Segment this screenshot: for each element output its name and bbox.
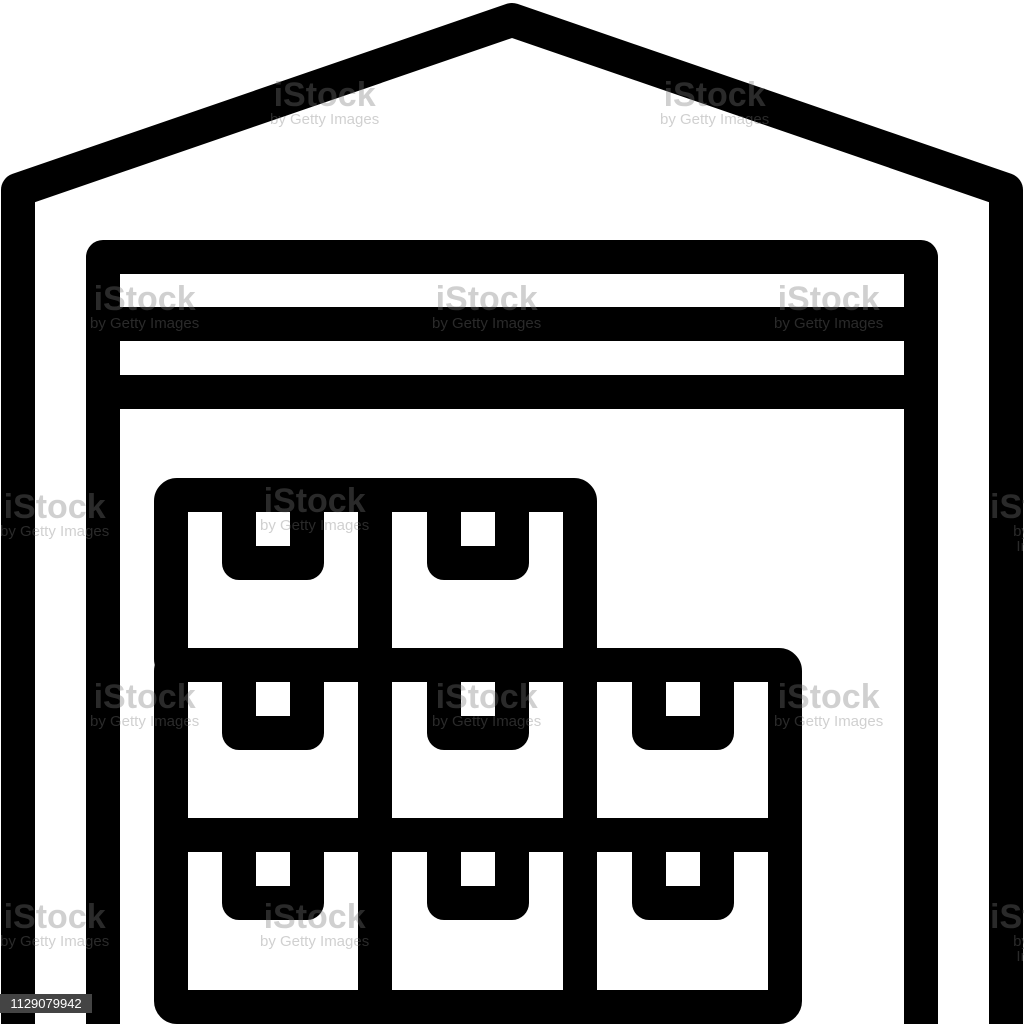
- watermark-tagline: by Getty Images: [260, 933, 370, 950]
- watermark-tagline: by Getty Images: [660, 111, 770, 128]
- watermark-brand: iStock: [435, 280, 538, 318]
- watermark-brand: iStock: [435, 678, 538, 716]
- image-id-label: 1129079942: [0, 994, 92, 1013]
- box-tape-tab-icon: [427, 852, 529, 920]
- watermark-brand: iStock: [777, 678, 880, 716]
- watermark-tagline: by Getty Images: [432, 315, 542, 332]
- watermark-brand: iStock: [990, 488, 1024, 526]
- watermark-brand: iStock: [990, 898, 1024, 936]
- box-tape-tab-icon: [632, 852, 734, 920]
- box-tape-tab-icon: [427, 512, 529, 580]
- watermark-tagline: by Getty Images: [0, 933, 110, 950]
- watermark-brand: iStock: [663, 76, 766, 114]
- box-tape-tab-icon: [632, 682, 734, 750]
- stacked-boxes: [154, 478, 802, 1024]
- box-tape-tab-icon: [222, 852, 324, 920]
- watermark-tagline: by Getty Images: [270, 111, 380, 128]
- box-tape-tab-icon: [222, 682, 324, 750]
- watermark-brand: iStock: [93, 280, 196, 318]
- watermark-brand: iStock: [273, 76, 376, 114]
- box-tape-tab-icon: [427, 682, 529, 750]
- watermark-brand: iStock: [263, 482, 366, 520]
- watermark-tagline: by Getty Images: [1013, 933, 1024, 965]
- watermark-tagline: by Getty Images: [90, 315, 200, 332]
- door-frame: [86, 240, 938, 1024]
- watermark-brand: iStock: [263, 898, 366, 936]
- watermark-tagline: by Getty Images: [1013, 523, 1024, 555]
- watermark-tagline: by Getty Images: [774, 315, 884, 332]
- watermark-tagline: by Getty Images: [0, 523, 110, 540]
- watermark-brand: iStock: [3, 898, 106, 936]
- box-tape-tab-icon: [222, 512, 324, 580]
- watermark-brand: iStock: [93, 678, 196, 716]
- watermark-tagline: by Getty Images: [260, 517, 370, 534]
- warehouse-roof-and-walls: [1, 3, 1023, 1024]
- watermark-brand: iStock: [777, 280, 880, 318]
- watermark-tagline: by Getty Images: [90, 713, 200, 730]
- watermark-tagline: by Getty Images: [774, 713, 884, 730]
- watermark-brand: iStock: [3, 488, 106, 526]
- watermark-tagline: by Getty Images: [432, 713, 542, 730]
